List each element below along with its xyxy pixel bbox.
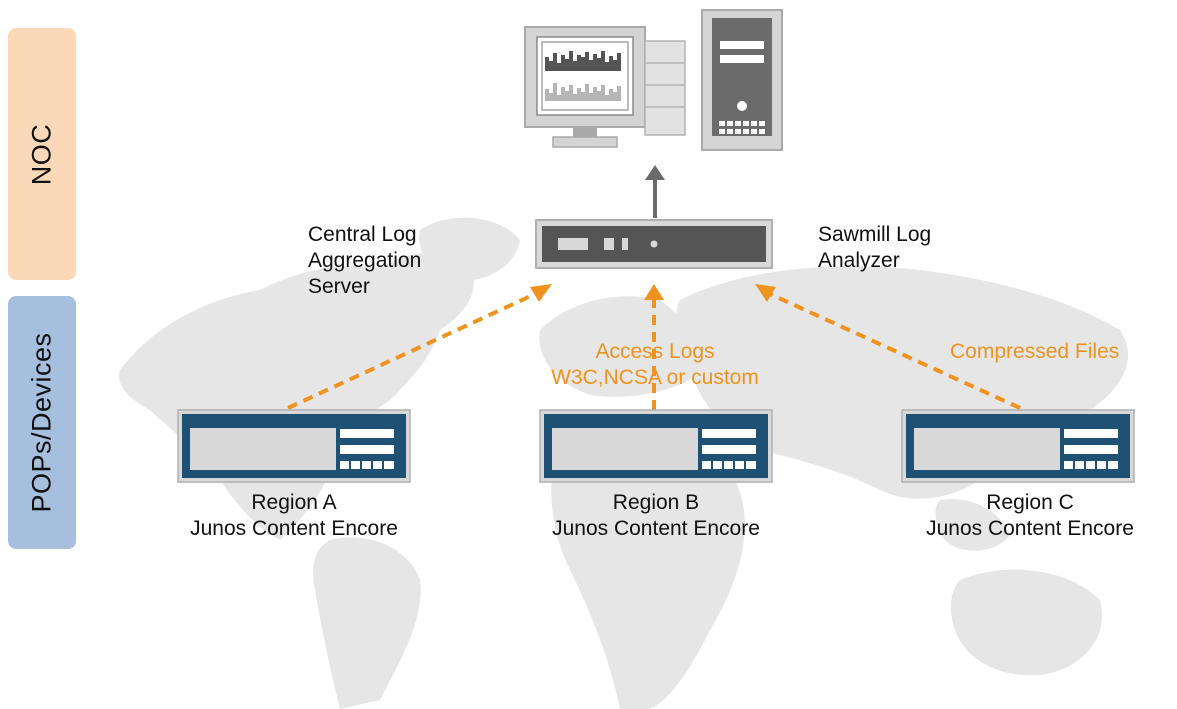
region-b-label: Region B Junos Content Encore bbox=[516, 490, 796, 542]
upload-arrow bbox=[645, 165, 665, 218]
map-australia bbox=[950, 569, 1102, 676]
access-logs-line-1: Access Logs bbox=[595, 340, 715, 363]
arrowhead-b bbox=[644, 284, 664, 300]
compressed-files-label: Compressed Files bbox=[950, 340, 1120, 363]
content-encore-device-icon bbox=[539, 409, 773, 483]
map-southeast-asia bbox=[935, 499, 1010, 551]
tower-icon bbox=[701, 9, 783, 151]
arrowhead-c bbox=[755, 284, 776, 302]
map-africa bbox=[551, 430, 745, 709]
region-c-label: Region C Junos Content Encore bbox=[890, 490, 1170, 542]
region-a-name: Region A bbox=[251, 491, 337, 514]
computer-workstation-icon bbox=[524, 9, 783, 151]
arrow-region-a bbox=[287, 292, 536, 410]
analyzer-label: Sawmill Log Analyzer bbox=[818, 222, 931, 274]
aggregation-server-line-2: Aggregation bbox=[308, 249, 422, 272]
region-b-name: Region B bbox=[612, 491, 700, 514]
arrowhead-a bbox=[530, 284, 552, 302]
region-a-product: Junos Content Encore bbox=[190, 517, 398, 540]
pops-devices-tab: POPs/Devices bbox=[8, 296, 76, 549]
access-logs-label: Access Logs W3C,NCSA or custom bbox=[520, 339, 790, 391]
arrow-region-c bbox=[769, 292, 1021, 410]
content-encore-device-icon bbox=[177, 409, 411, 483]
aggregation-server-label: Central Log Aggregation Server bbox=[308, 222, 421, 300]
map-south-america bbox=[313, 537, 421, 709]
access-logs-line-2: W3C,NCSA or custom bbox=[551, 366, 759, 389]
region-a-label: Region A Junos Content Encore bbox=[154, 490, 434, 542]
aggregation-server-icon bbox=[535, 219, 773, 269]
noc-tab: NOC bbox=[8, 28, 76, 280]
analyzer-line-1: Sawmill Log bbox=[818, 223, 932, 246]
region-c-name: Region C bbox=[986, 491, 1074, 514]
region-b-product: Junos Content Encore bbox=[552, 517, 760, 540]
aggregation-server-line-1: Central Log bbox=[308, 223, 417, 246]
analyzer-line-2: Analyzer bbox=[818, 249, 900, 272]
map-greenland bbox=[419, 217, 520, 281]
region-c-product: Junos Content Encore bbox=[926, 517, 1134, 540]
map-north-america bbox=[119, 251, 474, 540]
content-encore-device-icon bbox=[901, 409, 1135, 483]
monitor-icon bbox=[524, 26, 646, 148]
aggregation-server-line-3: Server bbox=[308, 275, 370, 298]
